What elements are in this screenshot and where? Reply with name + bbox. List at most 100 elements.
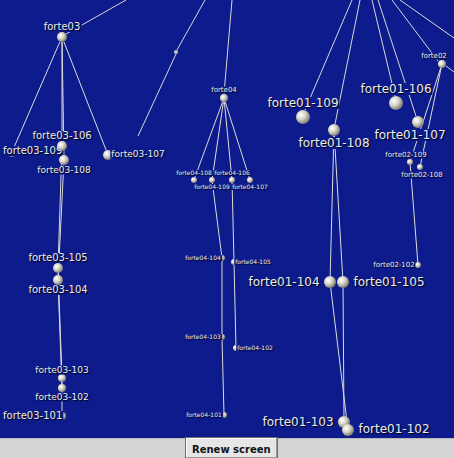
- feed-line: [138, 54, 176, 136]
- host-node: forte04-108: [191, 177, 197, 183]
- tree-link: [410, 165, 418, 262]
- host-sphere: [324, 276, 336, 288]
- host-label: forte04-107: [231, 184, 269, 190]
- host-node: forte03-106: [57, 141, 67, 151]
- host-sphere: [247, 177, 253, 183]
- host-label: forte03-101: [2, 411, 63, 421]
- host-node: forte03-109: [7, 147, 17, 157]
- host-label: forte01-109: [266, 97, 339, 109]
- tree-link: [222, 340, 224, 412]
- host-node: forte04-109: [209, 177, 215, 183]
- host-sphere: [438, 60, 446, 68]
- host-sphere: [58, 384, 66, 392]
- host-label: forte02-102: [372, 262, 415, 269]
- host-node: forte03-108: [59, 155, 69, 165]
- host-label: forte03-104: [27, 285, 88, 295]
- host-sphere: [389, 96, 403, 110]
- host-label: forte01-105: [352, 276, 425, 288]
- host-node: forte04-101: [221, 412, 227, 418]
- host-label: forte03-103: [34, 366, 89, 375]
- host-sphere: [53, 263, 63, 273]
- host-label: forte04-102: [236, 345, 274, 351]
- host-node: forte01-106: [389, 96, 403, 110]
- host-node: forte03-102: [58, 384, 66, 392]
- tree-link: [234, 265, 236, 345]
- small-sphere: [174, 50, 178, 54]
- host-sphere: [296, 110, 310, 124]
- host-label: forte03: [43, 22, 82, 32]
- host-sphere: [57, 32, 67, 42]
- host-sphere: [59, 155, 69, 165]
- host-label: forte03-102: [34, 393, 89, 402]
- host-label: forte04-106: [213, 170, 251, 176]
- host-node: forte02: [438, 60, 446, 68]
- feed-line: [378, 0, 416, 116]
- host-label: forte04-105: [234, 259, 272, 265]
- host-node: forte04-104: [219, 255, 225, 261]
- host-node: forte03-103: [58, 374, 66, 382]
- host-node: forte03-105: [53, 263, 63, 273]
- host-label: forte03-107: [110, 150, 165, 159]
- host-label: forte03-106: [31, 131, 92, 141]
- tree-link: [331, 288, 348, 424]
- host-sphere: [229, 177, 235, 183]
- host-sphere: [342, 424, 354, 436]
- tree-link: [224, 102, 231, 177]
- host-label: forte01-107: [373, 129, 446, 141]
- feed-line: [446, 66, 454, 72]
- host-label: forte04-104: [184, 255, 222, 261]
- host-sphere: [415, 262, 421, 268]
- host-sphere: [417, 164, 423, 170]
- host-node: forte03-104: [53, 275, 63, 285]
- button-label: Renew screen: [192, 444, 271, 455]
- host-sphere: [191, 177, 197, 183]
- host-sphere: [328, 124, 340, 136]
- tree-link: [212, 102, 223, 177]
- push-button: Renew screen: [185, 437, 278, 458]
- host-node: forte01-105: [337, 276, 349, 288]
- host-node: forte04: [220, 94, 228, 102]
- host-sphere: [58, 374, 66, 382]
- host-sphere: [412, 116, 424, 128]
- host-label: forte04-103: [184, 334, 222, 340]
- host-node: forte03-101: [58, 412, 66, 420]
- tree-lines: [66, 0, 454, 136]
- host-node: forte02-102: [415, 262, 421, 268]
- host-sphere: [209, 177, 215, 183]
- host-node: forte01-102: [342, 424, 354, 436]
- host-label: forte01-104: [247, 276, 320, 288]
- feed-line: [372, 0, 395, 96]
- host-sphere: [407, 159, 413, 165]
- tree-link: [232, 183, 234, 259]
- host-node: forte03: [57, 32, 67, 42]
- host-sphere: [337, 276, 349, 288]
- tree-link: [212, 183, 221, 255]
- host-sphere: [53, 275, 63, 285]
- host-label: forte01-103: [261, 416, 334, 428]
- host-label: forte02: [420, 53, 448, 60]
- tree-link: [411, 68, 441, 159]
- tree-link: [330, 136, 334, 276]
- host-node: forte04-103: [219, 334, 225, 340]
- host-label: forte02-108: [400, 172, 443, 179]
- host-label: forte04-101: [185, 412, 223, 418]
- host-label: forte03-108: [36, 166, 91, 175]
- host-sphere: [220, 94, 228, 102]
- feed-line: [224, 0, 232, 94]
- host-node: forte04-105: [231, 259, 237, 265]
- host-label: forte04-109: [193, 184, 231, 190]
- host-sphere: [57, 141, 67, 151]
- tree-link: [222, 261, 223, 334]
- host-label: forte02-109: [384, 152, 427, 159]
- host-label: forte01-102: [357, 423, 430, 435]
- host-node: forte01-107: [412, 116, 424, 128]
- host-label: forte03-109: [2, 146, 63, 156]
- host-node: forte04-107: [247, 177, 253, 183]
- host-node: forte02-108: [417, 164, 423, 170]
- host-node: forte01-109: [296, 110, 310, 124]
- tree-link: [334, 136, 342, 276]
- host-node: forte04-106: [229, 177, 235, 183]
- host-label: forte04-108: [175, 170, 213, 176]
